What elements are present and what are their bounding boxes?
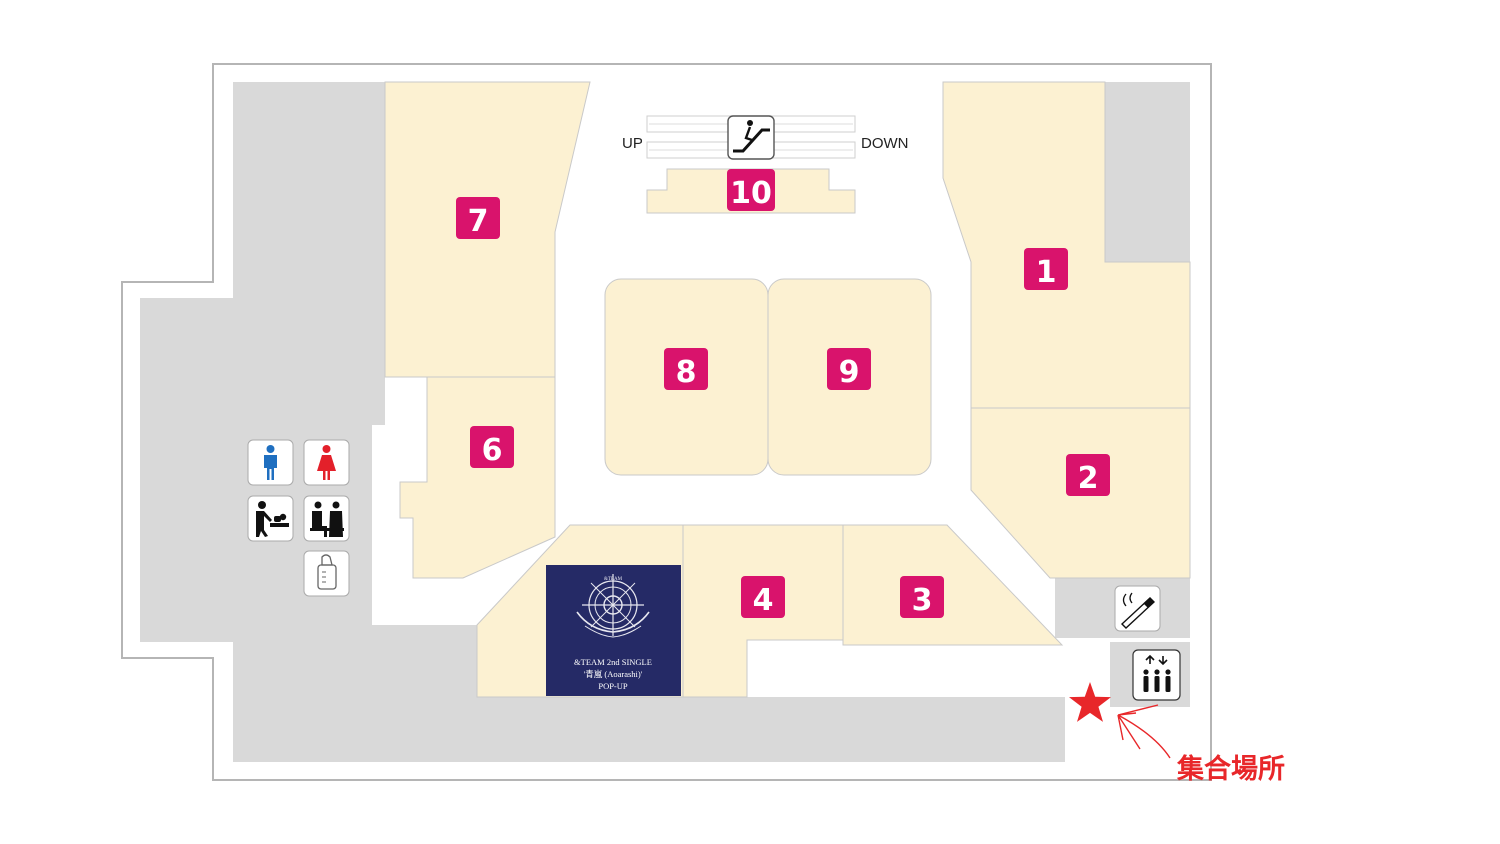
svg-text:6: 6 <box>482 433 503 468</box>
badge-10[interactable]: 10 <box>727 169 775 211</box>
womens-restroom-icon[interactable] <box>303 439 350 486</box>
mens-restroom-icon[interactable] <box>247 439 294 486</box>
badge-1[interactable]: 1 <box>1024 248 1068 290</box>
nursing-room-icon[interactable] <box>303 495 350 542</box>
badge-9[interactable]: 9 <box>827 348 871 390</box>
badge-4[interactable]: 4 <box>741 576 785 618</box>
meeting-point-label: 集合場所 <box>1176 753 1285 785</box>
team-emblem-icon: &TEAM <box>576 574 650 638</box>
svg-text:7: 7 <box>468 204 489 239</box>
escalator-icon <box>727 115 775 160</box>
escalator-up-label: UP <box>622 135 643 152</box>
baby-bottle-icon[interactable] <box>303 550 350 597</box>
badge-8[interactable]: 8 <box>664 348 708 390</box>
service-area-west <box>140 82 1065 762</box>
meeting-pointer-arrow <box>1117 704 1171 759</box>
svg-text:4: 4 <box>753 583 774 618</box>
popup-store[interactable]: &TEAM &TEAM 2nd SINGLE '青嵐 (Aoarashi)' P… <box>546 565 681 696</box>
store-block-6[interactable] <box>399 376 556 579</box>
badge-7[interactable]: 7 <box>456 197 500 239</box>
svg-text:8: 8 <box>676 355 697 390</box>
escalator[interactable] <box>646 115 856 160</box>
svg-text:1: 1 <box>1036 255 1057 290</box>
escalator-down-label: DOWN <box>861 135 909 152</box>
svg-text:9: 9 <box>839 355 860 390</box>
baby-changing-icon[interactable] <box>247 495 294 542</box>
popup-line-2: '青嵐 (Aoarashi)' <box>584 669 643 679</box>
svg-text:10: 10 <box>730 176 772 211</box>
popup-line-3: POP-UP <box>598 681 628 691</box>
svg-text:3: 3 <box>912 583 933 618</box>
popup-line-1: &TEAM 2nd SINGLE <box>574 657 652 667</box>
elevator-icon[interactable] <box>1132 649 1181 701</box>
service-area-northeast <box>1105 82 1190 262</box>
badge-6[interactable]: 6 <box>470 426 514 468</box>
badge-2[interactable]: 2 <box>1066 454 1110 496</box>
badge-3[interactable]: 3 <box>900 576 944 618</box>
svg-text:2: 2 <box>1078 461 1099 496</box>
svg-text:&TEAM: &TEAM <box>604 577 623 582</box>
smoking-area-icon[interactable] <box>1114 585 1161 632</box>
red-star-icon[interactable] <box>1069 682 1111 722</box>
